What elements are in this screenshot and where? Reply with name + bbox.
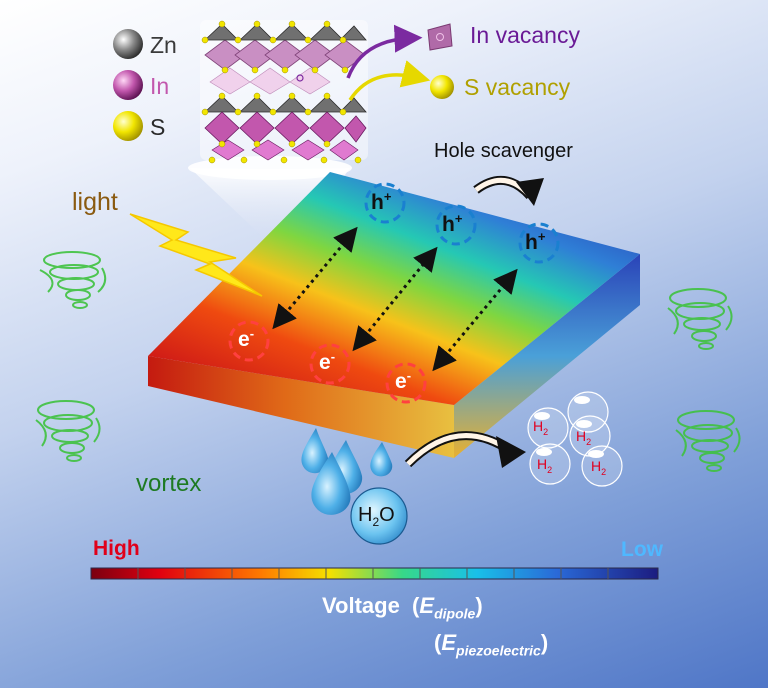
vortex-icon-3 xyxy=(668,289,732,349)
legend-s-label: S xyxy=(150,114,165,141)
h2-label: H2 xyxy=(591,458,606,477)
electron-label: e- xyxy=(238,326,254,352)
crystal-structure xyxy=(200,20,368,163)
hole-scavenger-arrow xyxy=(476,178,544,206)
piezo-label: (Epiezoelectric) xyxy=(434,630,548,658)
s-sphere xyxy=(113,111,143,141)
legend-zn-label: Zn xyxy=(150,32,177,59)
legend-in-label: In xyxy=(150,73,169,100)
in-sphere xyxy=(113,70,143,100)
colorbar-high-label: High xyxy=(93,537,140,561)
voltage-label: Voltage xyxy=(322,593,400,618)
hole-label: h+ xyxy=(525,229,545,255)
water-drop-icon xyxy=(370,442,392,476)
h2-label: H2 xyxy=(537,456,552,475)
vortex-label: vortex xyxy=(136,470,201,498)
h2o-label: H2O xyxy=(358,504,395,529)
piezo-slab xyxy=(148,172,640,458)
electron-label: e- xyxy=(395,368,411,394)
h2-label: H2 xyxy=(576,428,591,447)
colorbar-low-label: Low xyxy=(621,538,663,562)
vortex-icon-4 xyxy=(676,411,740,471)
hole-label: h+ xyxy=(371,189,391,215)
s-vacancy-icon xyxy=(430,75,454,99)
electron-label: e- xyxy=(319,349,335,375)
vortex-icon-2 xyxy=(36,401,100,461)
hole-label: h+ xyxy=(442,211,462,237)
h2-label: H2 xyxy=(533,418,548,437)
light-bolt-icon xyxy=(130,214,262,296)
light-label: light xyxy=(72,188,118,217)
s-vacancy-label: S vacancy xyxy=(464,74,570,101)
in-vacancy-label: In vacancy xyxy=(470,22,580,49)
voltage-colorbar xyxy=(91,568,658,579)
colorbar-title: Voltage (Edipole) xyxy=(322,593,483,621)
hole-scavenger-label: Hole scavenger xyxy=(434,140,573,163)
vortex-icon-1 xyxy=(40,252,105,308)
zn-sphere xyxy=(113,29,143,59)
in-vacancy-icon xyxy=(428,24,452,50)
